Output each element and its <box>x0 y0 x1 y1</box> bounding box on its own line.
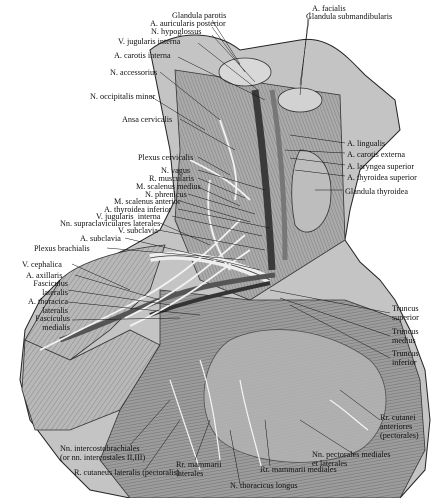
label-a-carotis-interna: A. carotis interna <box>114 51 171 60</box>
label-glandula-thyroidea: Glandula thyroidea <box>345 187 408 196</box>
label-a-axillaris: A. axillaris <box>26 271 63 280</box>
label-nn-supraclaviculares-laterales: Nn. supraclaviculares laterales <box>60 219 161 228</box>
label-a-thoracica-lateralis: A. thoracica lateralis <box>27 297 68 315</box>
deltoid-muscle <box>24 244 166 381</box>
label-n-occipitalis-minor: N. occipitalis minor <box>90 92 156 101</box>
thyroid-gland <box>291 149 332 233</box>
label-v-jugularis-interna-top: V. jugularis interna <box>118 37 181 46</box>
label-r-cutaneus-lateralis: R. cutaneus lateralis (pectoralis) <box>74 468 180 477</box>
label-a-thyroidea-inferior: A. thyroidea inferior <box>104 205 172 214</box>
label-a-lingualis: A. lingualis <box>347 139 386 148</box>
label-plexus-cervicalis: Plexus cervicalis <box>138 153 194 162</box>
label-nn-intercostobrachiales: Nn. intercostobrachiales (or nn. interco… <box>60 444 146 462</box>
label-glandula-parotis: Glandula parotis <box>172 11 227 20</box>
label-m-scalenus-anterior: M. scalenus anterior <box>114 197 181 206</box>
carotid-artery <box>269 89 288 261</box>
label-n-hypoglossus: N. hypoglossus <box>151 27 202 36</box>
label-a-thyroidea-superior: A. thyroidea superior <box>347 173 417 182</box>
label-r-muscularis: R. muscularis <box>149 174 195 183</box>
label-a-subclavia: A. subclavia <box>80 234 121 243</box>
label-n-vagus: N. vagus <box>161 166 191 175</box>
label-a-carotis-externa: A. carotis externa <box>347 150 405 159</box>
label-a-laryngea-superior: A. laryngea superior <box>347 162 415 171</box>
label-a-auricularis-posterior: A. auricularis posterior <box>150 19 226 28</box>
label-rr-cutanei-anteriores: Rr. cutanei anteriores (pectorales) <box>380 413 419 440</box>
label-plexus-brachialis: Plexus brachialis <box>34 244 90 253</box>
label-truncus-superior: Truncus superior <box>392 304 419 322</box>
label-n-phrenicus: N. phrenicus <box>145 190 187 199</box>
label-m-scalenus-medius: M. scalenus medius <box>136 182 201 191</box>
label-truncus-inferior: Truncus inferior <box>392 349 419 367</box>
cutaneous-nerves <box>169 359 369 471</box>
leader-lines <box>67 11 391 485</box>
subclavian-vein <box>149 281 271 317</box>
label-truncus-medius: Truncus medius <box>392 327 419 345</box>
label-fasciculus-lateralis: Fasciculus lateralis <box>33 279 68 297</box>
label-v-cephalica: V. cephalica <box>22 260 62 269</box>
label-v-subclavia: V. subclavia <box>118 226 158 235</box>
label-glandula-submandibularis: Glandula submandibularis <box>306 12 393 21</box>
label-n-thoracicus-longus: N. thoracicus longus <box>230 481 298 490</box>
breast-contour <box>203 329 387 463</box>
brachial-plexus <box>39 119 251 351</box>
label-rr-mammarii-laterales: Rr. mammarii laterales <box>176 460 222 478</box>
label-ansa-cervicalis: Ansa cervicalis <box>122 115 173 124</box>
label-n-accessorius: N. accessorius <box>110 68 158 77</box>
label-v-jugularis-interna: V. jugularis interna <box>96 212 161 221</box>
label-fasciculus-medialis: Fasciculus medialis <box>35 314 70 332</box>
label-nn-pectorales: Nn. pectorales mediales et laterales <box>312 450 391 468</box>
internal-jugular-vein <box>251 89 276 271</box>
submandibular-gland <box>277 87 323 113</box>
label-a-facialis: A. facialis <box>312 4 346 13</box>
label-rr-mammarii-mediales: Rr. mammarii mediales <box>260 465 337 474</box>
